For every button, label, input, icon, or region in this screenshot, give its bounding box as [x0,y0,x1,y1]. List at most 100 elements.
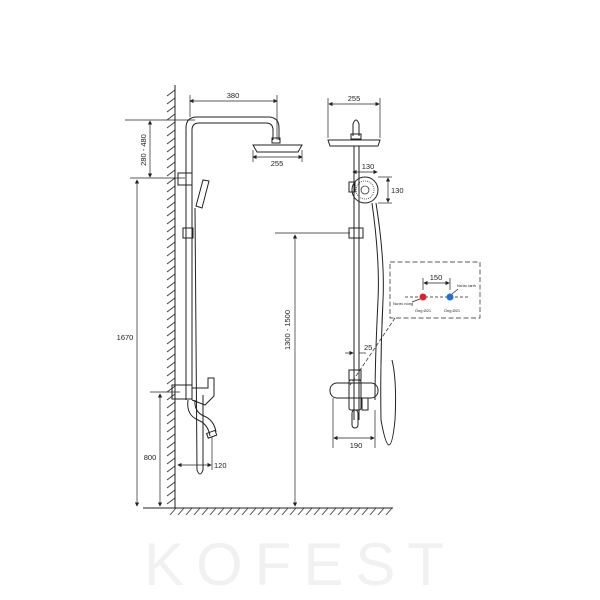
wall-hatch-mark [166,257,176,265]
wall-hatch-mark [166,129,176,137]
wall-hatch-mark [166,473,176,481]
floor-hatch-mark [193,507,201,516]
wall-bracket [177,172,193,186]
hand-shower [195,179,210,209]
wall-hatch-mark [166,169,176,177]
wall-hatch-mark [166,337,176,345]
floor-hatch-mark [329,507,337,516]
floor-hatch-mark [353,507,361,516]
dim-mixer-width: 190 [350,441,363,450]
front-view-shower [327,119,397,446]
floor-hatch-mark [321,507,329,516]
dim-arm-length: 380 [227,91,240,100]
floor-hatch-mark [273,507,281,516]
side-view-dimensions: 380 255 280 - 480 1670 800 120 [117,91,303,507]
floor-hatch-mark [305,507,313,516]
floor-hatch-mark [265,507,273,516]
wall-hatch-mark [166,313,176,321]
wall-hatch-mark [166,297,176,305]
wall-hatch-mark [166,105,176,113]
wall-hatch-mark [166,305,176,313]
wall-hatch-mark [166,113,176,121]
floor [143,507,393,516]
wall-hatch-mark [166,417,176,425]
wall-hatch-mark [166,281,176,289]
floor-hatch-mark [217,507,225,516]
wall-hatch-mark [166,217,176,225]
wall-hatch-mark [166,137,176,145]
wall-hatch-mark [166,401,176,409]
wall-hatch-mark [166,489,176,497]
wall-hatch-mark [166,361,176,369]
wall-hatch-mark [166,393,176,401]
floor-hatch-mark [209,507,217,516]
inlet-detail: 150 Nước nóng Nước lạnh Ống Ø21 Ống Ø21 [349,261,481,386]
dim-spout-projection: 120 [214,461,227,470]
floor-hatch-mark [289,507,297,516]
cold-pipe-label: Ống Ø21 [444,308,461,313]
wall-hatch-mark [166,145,176,153]
wall-hatch-mark [166,121,176,129]
hot-inlet-dot [419,293,427,301]
dim-mixer-height-range: 1300 - 1500 [283,310,292,350]
floor-hatch-mark [377,507,385,516]
cold-water-label: Nước lạnh [457,283,476,288]
hot-water-label: Nước nóng [393,301,413,306]
floor-hatch-mark [185,507,193,516]
wall-hatch-mark [166,457,176,465]
wall-hatch-mark [166,89,176,97]
wall [166,85,176,508]
wall-hatch-mark [166,193,176,201]
dim-head-diameter-side: 255 [271,159,284,168]
wall-hatch-mark [166,345,176,353]
wall-hatch-mark [166,369,176,377]
slider [348,227,364,239]
hot-pipe-label: Ống Ø21 [415,308,432,313]
wall-hatch-mark [166,321,176,329]
floor-hatch-mark [281,507,289,516]
floor-hatch-mark [225,507,233,516]
floor-hatch-mark [249,507,257,516]
wall-hatch-mark [166,265,176,273]
wall-hatch-mark [166,449,176,457]
rain-shower-head [252,144,303,153]
dim-inlet-spacing: 150 [430,273,443,282]
dim-head-diameter-front: 255 [348,94,361,103]
wall-hatch-mark [166,329,176,337]
wall-hatch-mark [166,385,176,393]
floor-hatch-mark [337,507,345,516]
floor-hatch-mark [257,507,265,516]
dim-hand-shower-width: 130 [362,162,375,171]
wall-hatch-mark [166,249,176,257]
floor-hatch-mark [241,507,249,516]
wall-hatch-mark [166,225,176,233]
front-mixer-body [329,382,379,399]
dim-arm-height-range: 280 - 480 [139,134,148,166]
detail-box [389,261,481,319]
front-rain-head [327,139,381,147]
floor-hatch-mark [385,507,393,516]
wall-hatch-mark [166,481,176,489]
floor-hatch-mark [369,507,377,516]
floor-hatch-mark [233,507,241,516]
wall-hatch-mark [166,409,176,417]
dim-bar-offset: 25 [364,343,372,352]
floor-hatch-mark [169,507,177,516]
wall-hatch-mark [166,233,176,241]
floor-hatch-mark [345,507,353,516]
cold-inlet-dot [446,293,454,301]
floor-hatch-mark [313,507,321,516]
wall-hatch-mark [166,425,176,433]
wall-hatch-mark [166,153,176,161]
wall-hatch-mark [166,161,176,169]
floor-hatch-mark [177,507,185,516]
wall-hatch-mark [166,497,176,505]
dim-mixer-height: 800 [144,453,157,462]
wall-hatch-mark [166,377,176,385]
side-view-shower [171,116,303,475]
wall-hatch-mark [166,465,176,473]
watermark: KOFEST [144,531,456,598]
wall-hatch-mark [166,273,176,281]
